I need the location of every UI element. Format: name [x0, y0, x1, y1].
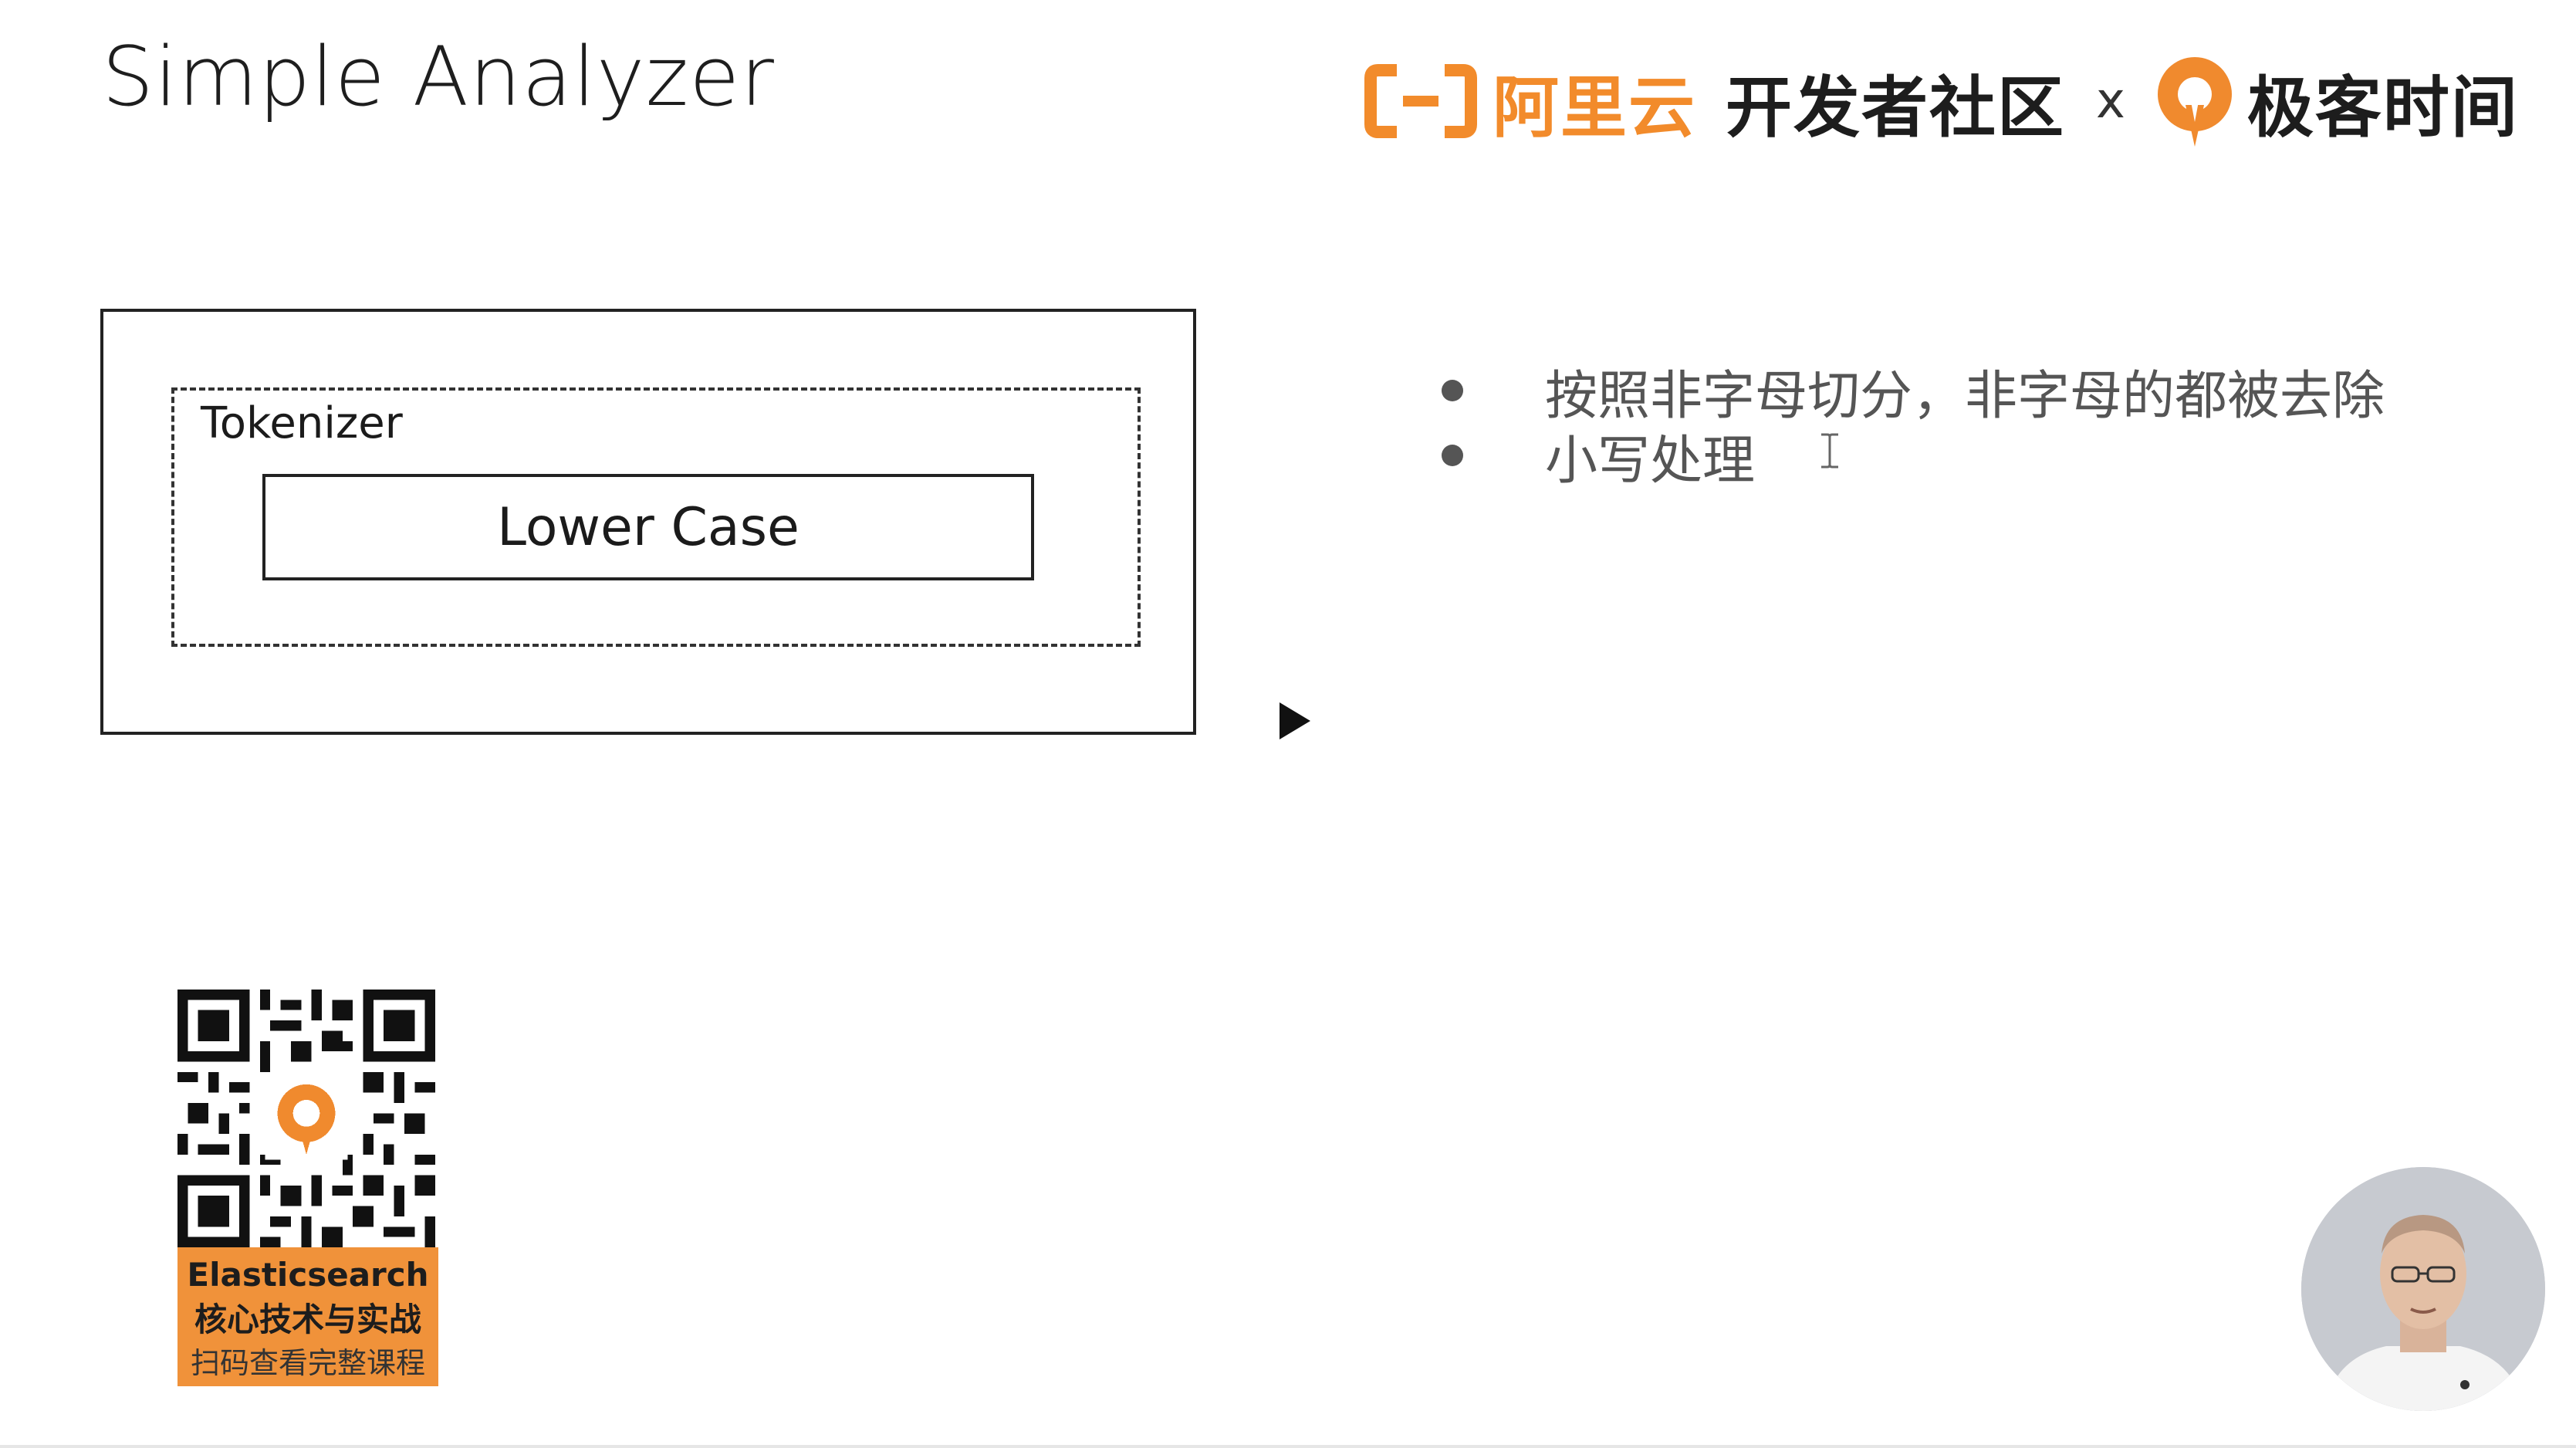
slide-title: Simple Analyzer [102, 29, 775, 124]
tokenizer-box [171, 387, 1141, 647]
qr-course-subtitle: 核心技术与实战 [194, 1301, 421, 1338]
qr-course-name: Elasticsearch [187, 1256, 429, 1294]
partnership-cross: x [2096, 73, 2125, 130]
qr-caption: Elasticsearch 核心技术与实战 扫码查看完整课程 [177, 1247, 438, 1386]
simple-analyzer-box [100, 309, 1196, 735]
bullet-list: 按照非字母切分，非字母的都被去除 小写处理 [1442, 358, 2385, 492]
aliyun-logo-icon [1364, 64, 1477, 138]
bullet-dot [1442, 445, 1463, 466]
lowercase-box: Lower Case [262, 474, 1034, 580]
partner-logos: 阿里云 开发者社区 x 极客时间 [1364, 51, 2519, 151]
bullet-dot [1442, 380, 1463, 401]
course-qr-block[interactable]: Elasticsearch 核心技术与实战 扫码查看完整课程 [177, 990, 438, 1386]
tokenizer-label: Tokenizer [201, 398, 403, 448]
aliyun-name: 阿里云 [1493, 69, 1696, 147]
geektime-logo-icon [2157, 57, 2232, 147]
list-item: 按照非字母切分，非字母的都被去除 [1442, 358, 2385, 427]
developer-community-name: 开发者社区 [1726, 69, 2065, 147]
presenter-avatar [2301, 1167, 2545, 1411]
list-item: 小写处理 [1442, 423, 2385, 492]
bottom-divider [0, 1445, 2576, 1448]
geektime-name: 极客时间 [2246, 69, 2519, 147]
text-cursor-icon [1821, 433, 1838, 469]
qr-scan-prompt: 扫码查看完整课程 [190, 1346, 425, 1380]
bullet-text: 按照非字母切分，非字母的都被去除 [1545, 365, 2385, 427]
qr-code[interactable] [177, 990, 435, 1247]
presenter-video[interactable] [2301, 1167, 2545, 1411]
play-icon[interactable] [1276, 699, 1313, 743]
bullet-text: 小写处理 [1545, 430, 1756, 492]
